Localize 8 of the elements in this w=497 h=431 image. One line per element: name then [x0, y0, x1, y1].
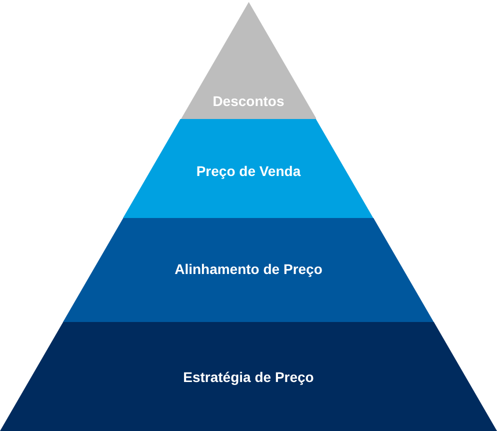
pyramid-tier: [63, 218, 434, 322]
tier-label: Alinhamento de Preço: [174, 262, 322, 276]
pyramid-tier: [180, 2, 316, 119]
pyramid-tier: [0, 322, 497, 431]
tier-label: Preço de Venda: [196, 164, 301, 178]
tier-label: Descontos: [212, 94, 284, 108]
tier-label: Estratégia de Preço: [183, 370, 314, 384]
pyramid-tier: [123, 119, 374, 218]
